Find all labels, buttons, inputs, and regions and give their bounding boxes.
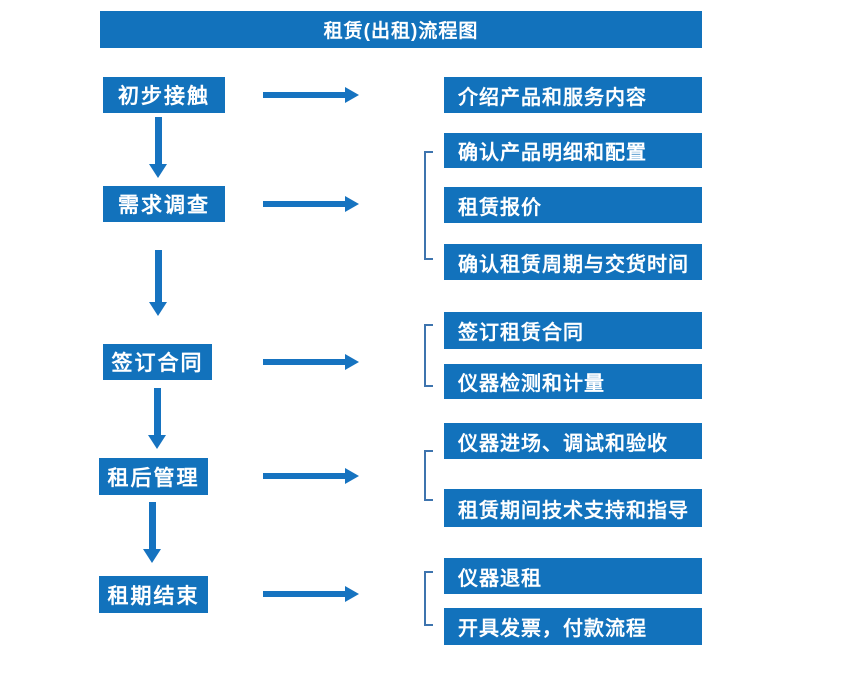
right-arrow-shaft [263, 201, 345, 207]
down-arrow-head [149, 302, 167, 316]
stage-box-sign-contract: 签订合同 [103, 344, 212, 380]
down-arrow-head [149, 164, 167, 178]
right-arrow-1 [263, 87, 359, 103]
detail-box-sign-rental-contract: 签订租赁合同 [444, 312, 702, 349]
stage-box-rental-period-end: 租期结束 [99, 576, 208, 613]
detail-box-introduce-products-services: 介绍产品和服务内容 [444, 77, 702, 113]
flowchart-title: 租赁(出租)流程图 [100, 11, 702, 48]
right-arrow-head [345, 87, 359, 103]
group-bracket-sign-contract [424, 324, 433, 387]
right-arrow-shaft [263, 591, 345, 597]
down-arrow-1 [149, 117, 167, 178]
detail-box-instrument-return: 仪器退租 [444, 558, 702, 594]
down-arrow-shaft [149, 502, 156, 550]
detail-box-rental-quotation: 租赁报价 [444, 187, 702, 223]
stage-box-demand-survey: 需求调查 [103, 186, 225, 222]
detail-box-invoice-payment-process: 开具发票，付款流程 [444, 608, 702, 645]
detail-box-confirm-product-details-config: 确认产品明细和配置 [444, 133, 702, 168]
right-arrow-shaft [263, 359, 345, 365]
detail-box-technical-support-guidance: 租赁期间技术支持和指导 [444, 489, 702, 527]
down-arrow-head [143, 549, 161, 563]
stage-box-post-rental-management: 租后管理 [99, 458, 208, 495]
right-arrow-shaft [263, 92, 345, 98]
right-arrow-4 [263, 468, 359, 484]
right-arrow-2 [263, 196, 359, 212]
stage-box-initial-contact: 初步接触 [103, 77, 225, 113]
right-arrow-5 [263, 586, 359, 602]
down-arrow-shaft [155, 117, 162, 165]
down-arrow-4 [143, 502, 161, 563]
group-bracket-period-end [424, 571, 433, 626]
detail-box-instrument-entry-debug-acceptance: 仪器进场、调试和验收 [444, 423, 702, 459]
right-arrow-head [345, 468, 359, 484]
down-arrow-2 [149, 250, 167, 316]
group-bracket-demand-survey [424, 151, 433, 260]
group-bracket-post-rental [424, 450, 433, 501]
right-arrow-head [345, 196, 359, 212]
right-arrow-shaft [263, 473, 345, 479]
down-arrow-shaft [155, 250, 162, 303]
detail-box-confirm-rental-period-delivery: 确认租赁周期与交货时间 [444, 244, 702, 280]
detail-box-instrument-inspection-metering: 仪器检测和计量 [444, 364, 702, 399]
down-arrow-3 [148, 388, 166, 449]
right-arrow-head [345, 354, 359, 370]
right-arrow-3 [263, 354, 359, 370]
right-arrow-head [345, 586, 359, 602]
down-arrow-shaft [154, 388, 161, 436]
down-arrow-head [148, 435, 166, 449]
